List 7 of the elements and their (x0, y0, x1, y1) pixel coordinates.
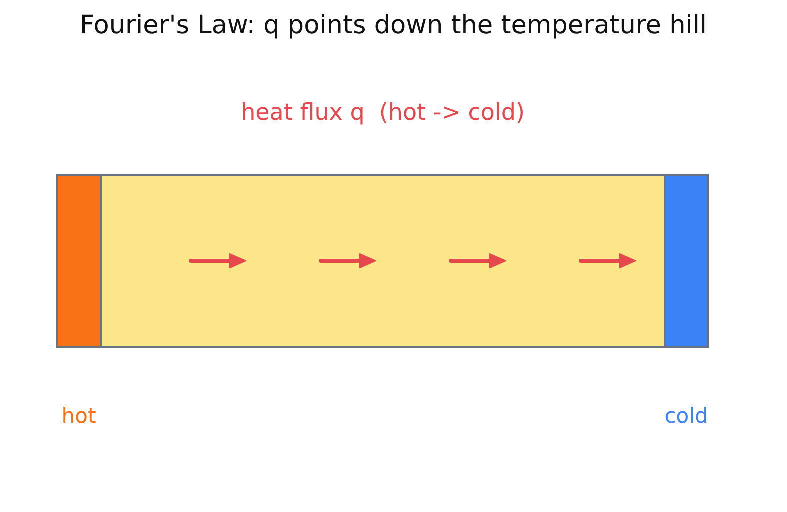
hot-label: hot (62, 404, 96, 428)
flux-label: heat flux q (hot -> cold) (241, 100, 525, 126)
hot-plate (56, 174, 102, 348)
title: Fourier's Law: q points down the temperature hill (80, 11, 708, 41)
cold-label: cold (664, 404, 708, 428)
slab (100, 174, 666, 348)
cold-plate (664, 174, 709, 348)
